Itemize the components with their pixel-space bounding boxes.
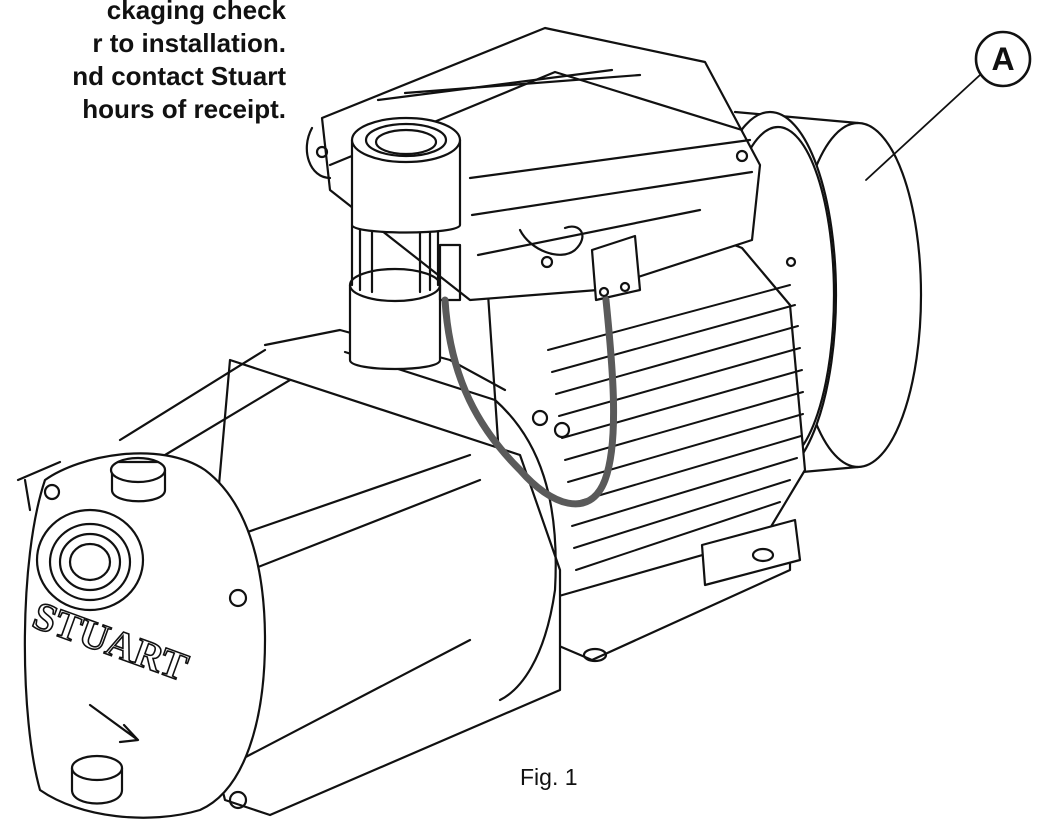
- drain-plug: [70, 754, 124, 805]
- power-cable: [441, 296, 618, 508]
- instruction-line: hours of receipt.: [82, 94, 286, 124]
- instruction-line: ckaging check: [106, 0, 286, 25]
- cooling-fins: [547, 284, 804, 571]
- outlet-port: [348, 116, 462, 371]
- instruction-line: r to installation.: [92, 28, 286, 58]
- instruction-line: nd contact Stuart: [72, 61, 286, 91]
- callout-label: A: [991, 41, 1015, 77]
- figure-caption: Fig. 1: [520, 764, 578, 790]
- instruction-text: ckaging check r to installation. nd cont…: [0, 0, 286, 126]
- callout-a: [865, 30, 1032, 181]
- top-plug: [109, 456, 167, 503]
- pump-head: [16, 452, 267, 819]
